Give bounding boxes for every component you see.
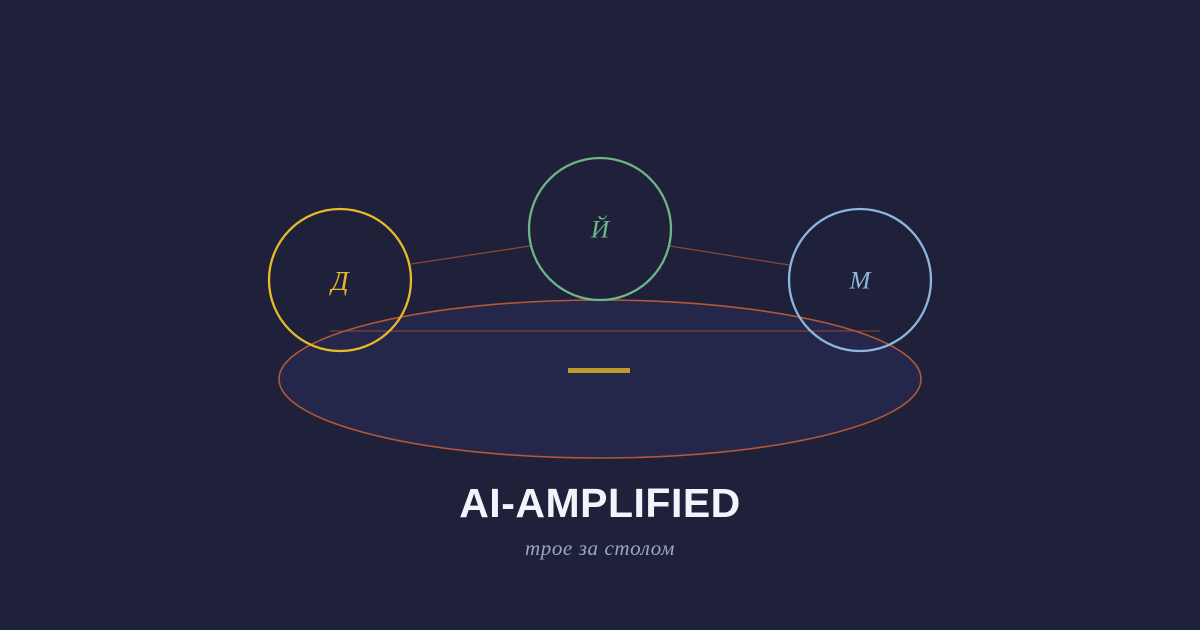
participant-circle-m — [787, 207, 933, 353]
participant-node-m[interactable]: М — [787, 207, 933, 353]
participant-node-d[interactable]: Д — [267, 207, 413, 353]
participant-letter-y: Й — [590, 216, 611, 244]
page-subtitle: трое за столом — [524, 536, 676, 560]
participant-letter-d: Д — [328, 266, 350, 296]
participant-circle-d — [267, 207, 413, 353]
connector-d-to-y — [410, 245, 531, 265]
connector-y-to-m — [669, 245, 790, 266]
participant-node-y[interactable]: Й — [527, 156, 673, 302]
discussion-table-ellipse — [278, 299, 922, 459]
page-title: AI-AMPLIFIED — [459, 480, 741, 526]
participant-letter-m: М — [849, 268, 872, 295]
participant-circle-y — [527, 156, 673, 302]
table-object-bar — [568, 368, 630, 373]
